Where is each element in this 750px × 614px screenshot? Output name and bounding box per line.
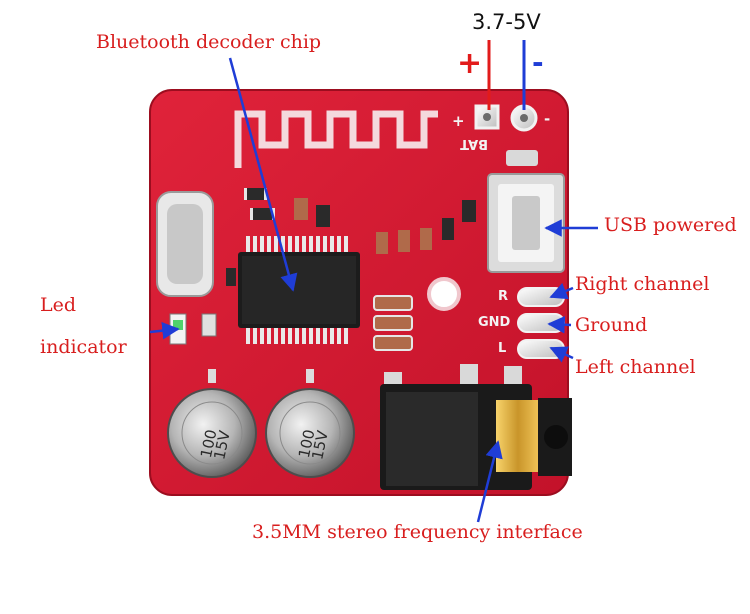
- silk-gnd: GND: [478, 315, 511, 330]
- decoder-chip-label: Bluetooth decoder chip: [96, 31, 322, 53]
- antenna-trace: [234, 110, 438, 168]
- arrow-jack: [476, 440, 503, 523]
- arrow-left-channel: [549, 346, 574, 363]
- resistor-stack: [373, 295, 413, 351]
- arrow-ground: [547, 315, 572, 334]
- led-label-line2: indicator: [40, 336, 127, 358]
- usb-label: USB powered: [604, 214, 737, 236]
- capacitor-1: [167, 369, 257, 478]
- usb-port: [487, 150, 565, 273]
- cap1-value: 100: [197, 428, 221, 460]
- crystal-oscillator: [156, 191, 214, 297]
- negative-sign: -: [532, 46, 544, 79]
- arrow-decoder-chip: [228, 57, 298, 292]
- bat-pads: [474, 104, 538, 132]
- arrow-right-channel: [549, 282, 574, 300]
- ground-label: Ground: [575, 314, 648, 336]
- jack-label: 3.5MM stereo frequency interface: [252, 521, 583, 543]
- right-channel-label: Right channel: [575, 273, 710, 295]
- silk-bat: BAT: [460, 136, 488, 151]
- voltage-label: 3.7-5V: [472, 10, 541, 34]
- arrow-led: [149, 321, 180, 340]
- left-channel-label: Left channel: [575, 356, 696, 378]
- smd-components: [201, 188, 476, 337]
- audio-jack: [380, 364, 572, 490]
- audio-pads: [517, 287, 565, 359]
- mounting-hole: [427, 277, 461, 311]
- capacitor-2: [265, 369, 355, 478]
- positive-sign: +: [457, 46, 483, 81]
- cap1-voltage: 15V: [210, 428, 234, 461]
- silk-r: R: [498, 289, 508, 304]
- silk-bat-plus: +: [452, 112, 465, 130]
- decoder-chip: [238, 236, 360, 344]
- led-label-line1: Led: [40, 294, 77, 316]
- silk-bat-minus: -: [544, 110, 550, 128]
- cap2-voltage: 15V: [308, 428, 332, 461]
- silk-l: L: [498, 341, 506, 356]
- cap2-value: 100: [295, 428, 319, 460]
